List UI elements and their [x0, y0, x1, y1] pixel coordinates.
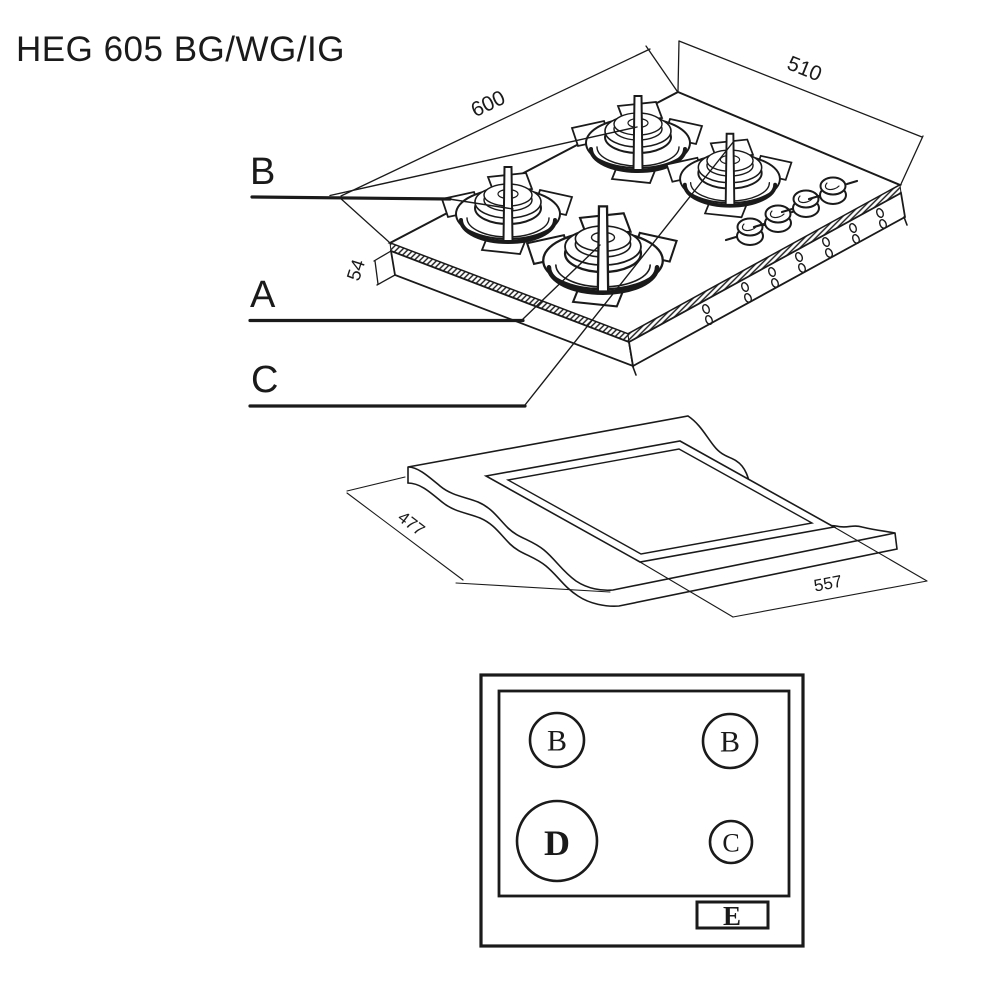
- cutout-view: 477 557: [346, 415, 928, 618]
- dimension-height: 54: [344, 257, 371, 284]
- dimension-600-lines: [338, 45, 678, 243]
- layout-control-panel-label: E: [723, 901, 741, 931]
- dimension-477-lines: [346, 476, 611, 593]
- dimension-557-lines: [639, 526, 928, 618]
- body-skirt-right: [628, 191, 906, 368]
- layout-label-front-left: D: [544, 823, 570, 863]
- right-foot-mark: [903, 216, 908, 226]
- layout-label-front-right: C: [722, 829, 739, 858]
- layout-label-back-right: B: [720, 726, 740, 759]
- front-foot-mark: [632, 366, 637, 376]
- leader-lines: [248, 126, 735, 408]
- worktop-thickness: [407, 466, 898, 607]
- dimension-width: 600: [467, 86, 509, 122]
- isometric-view: 600 510 54 B A C: [248, 40, 924, 408]
- part-label-b: B: [250, 151, 275, 193]
- layout-burner-back-left: [528, 711, 586, 769]
- dimension-cutout-width: 557: [812, 572, 843, 596]
- skirt-vent-holes: [701, 208, 888, 325]
- layout-view: B B D C E: [479, 673, 805, 948]
- dimension-54-lines: [373, 250, 396, 286]
- layout-label-back-left: B: [547, 725, 567, 758]
- dimension-depth: 510: [784, 52, 825, 86]
- page-title: HEG 605 BG/WG/IG: [16, 30, 345, 69]
- layout-control-panel-box: [695, 900, 770, 930]
- part-label-a: A: [250, 274, 276, 316]
- layout-burner-front-right: [708, 819, 754, 865]
- part-label-c: C: [251, 359, 278, 401]
- cutout-hole-inner: [505, 448, 815, 555]
- dimension-510-lines: [677, 40, 924, 185]
- dimension-cutout-depth: 477: [394, 507, 428, 539]
- layout-burner-front-left: [515, 799, 599, 883]
- layout-burner-back-right: [701, 712, 759, 770]
